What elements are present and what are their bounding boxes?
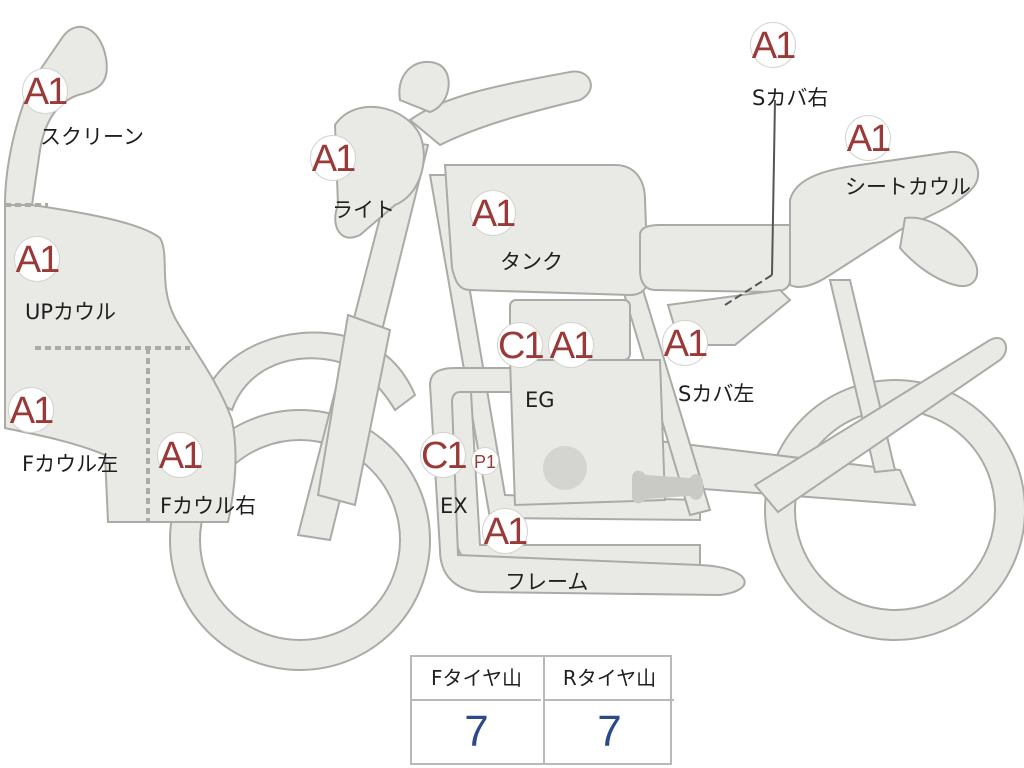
side-cover-leader: [771, 99, 776, 276]
up-cowl-label: UPカウル: [25, 300, 117, 324]
up-cowl-grade-badge: A1: [14, 236, 60, 282]
footpeg: [632, 470, 704, 504]
exhaust-grade-badge: C1: [420, 432, 468, 478]
front-wheel: [169, 409, 431, 671]
side-cover-left-label: Sカバ左: [678, 382, 755, 406]
tail-fin: [898, 216, 979, 288]
headlight: [333, 106, 425, 239]
exhaust-label: EX: [440, 494, 468, 518]
frame-label: フレーム: [505, 570, 589, 594]
rear-tire-header: Rタイヤ山: [545, 657, 674, 701]
seat-cowl-label: シートカウル: [845, 175, 971, 199]
front-tire-column: Fタイヤ山 7: [412, 657, 541, 763]
side-cover-right-grade-badge: A1: [750, 22, 796, 68]
engine-grade-badge: C1: [497, 322, 545, 368]
screen-shape: [3, 25, 108, 206]
side-cover-leader-dashed: [724, 274, 773, 306]
f-cowl-right-label: Fカウル右: [160, 494, 257, 518]
front-tire-value: 7: [464, 707, 489, 756]
handlebar: [408, 70, 592, 147]
light-label: ライト: [332, 198, 395, 222]
f-cowl-right-grade-badge: A1: [157, 432, 203, 478]
muffler: [753, 337, 1008, 514]
screen-grade-badge: A1: [22, 68, 68, 114]
screen-label: スクリーン: [40, 125, 144, 149]
exhaust-grade-badge-secondary: P1: [471, 447, 499, 475]
engine-cover: [543, 446, 587, 490]
rear-tire-value: 7: [597, 707, 622, 756]
engine-label: EG: [525, 388, 555, 412]
tank-label: タンク: [500, 250, 563, 274]
front-tire-header: Fタイヤ山: [412, 657, 541, 701]
mirror: [398, 60, 450, 114]
rear-tire-column: Rタイヤ山 7: [543, 657, 674, 763]
seat-cowl: [789, 150, 980, 288]
f-cowl-left-label: Fカウル左: [22, 452, 119, 476]
fork-guard: [316, 313, 392, 507]
exhaust-pipe: [428, 367, 746, 597]
engine-grade-badge-secondary: A1: [548, 322, 594, 368]
side-cover-left-grade-badge: A1: [662, 320, 708, 366]
light-grade-badge: A1: [310, 135, 356, 181]
tank-grade-badge: A1: [470, 190, 516, 236]
side-cover-right-label: Sカバ右: [752, 86, 829, 110]
seat-cowl-grade-badge: A1: [845, 115, 891, 161]
seat: [639, 224, 791, 294]
f-cowl-left-grade-badge: A1: [8, 387, 54, 433]
frame-grade-badge: A1: [482, 508, 528, 554]
tire-tread-table: Fタイヤ山 7 Rタイヤ山 7: [410, 655, 674, 765]
